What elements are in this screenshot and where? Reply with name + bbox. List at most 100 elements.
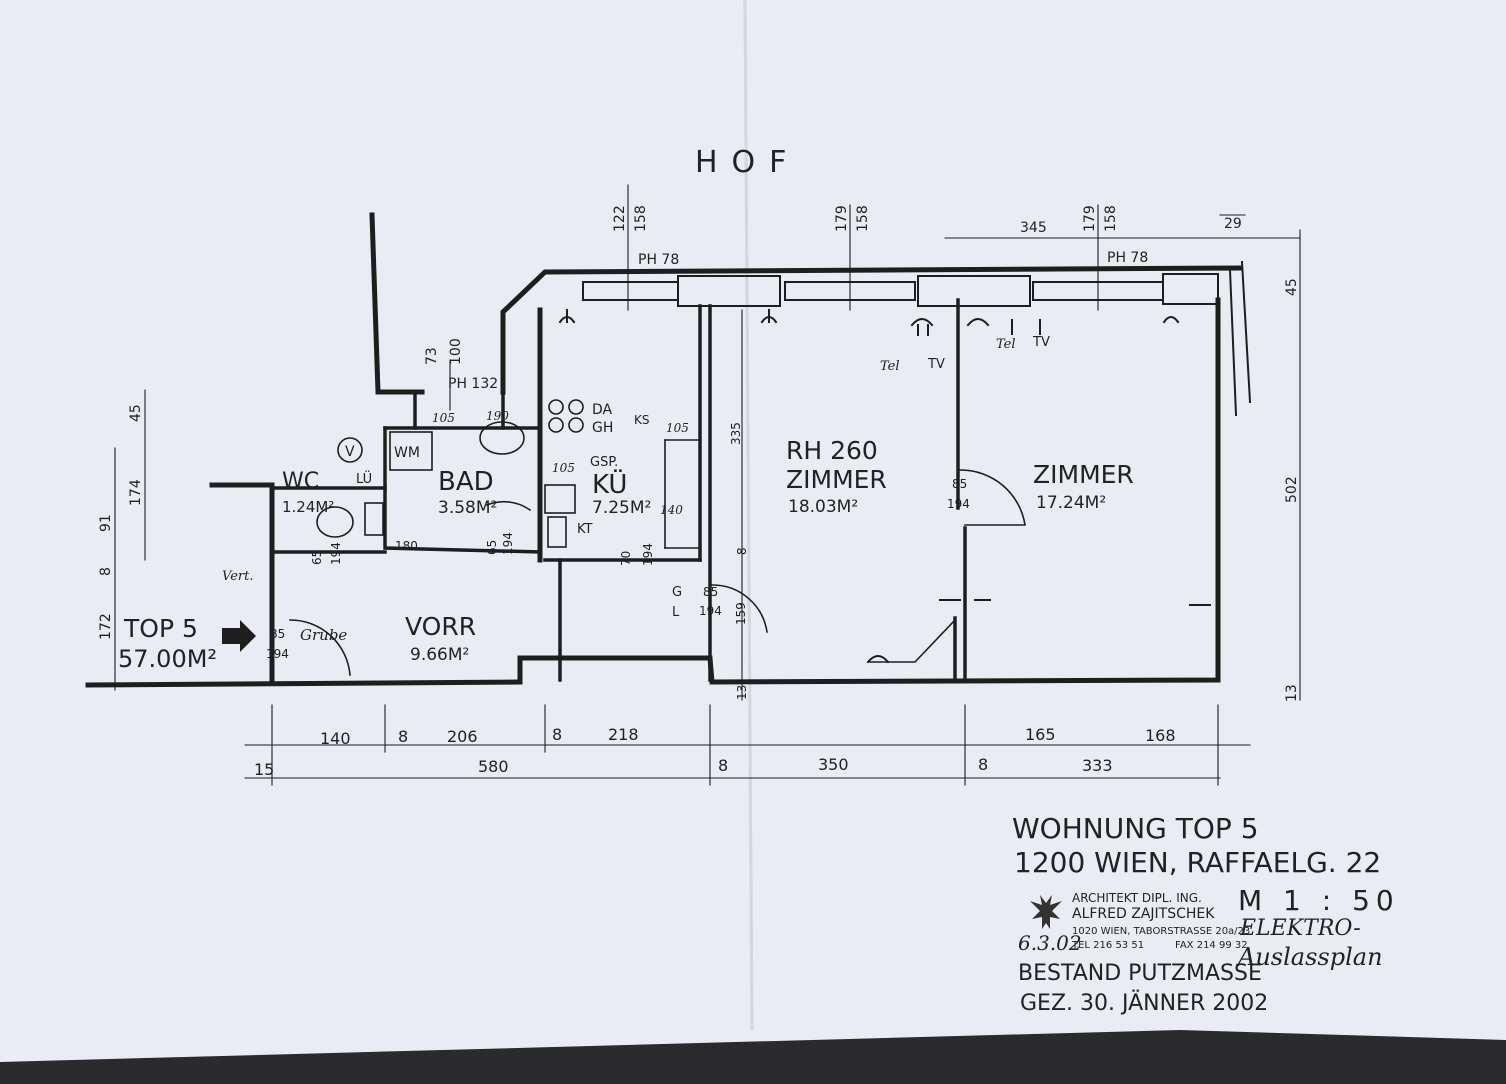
drawn-date: GEZ. 30. JÄNNER 2002 [1020,990,1268,1016]
paper-fold [743,0,754,1031]
note-vert: Vert. [222,569,253,584]
dim-inner-14: 85 [703,585,718,599]
dim-bottom-6: 168 [1145,726,1176,745]
dim-inner-1: 190 [486,409,509,423]
dim-inner-2: 105 [552,461,575,475]
dim-bottom-4: 218 [608,725,639,744]
zimmer2-name: ZIMMER [1033,460,1134,489]
tv-outlet-2: TV [1032,335,1050,350]
note-date: 6.3.02 [1018,931,1082,955]
interior-walls [274,298,967,682]
architect-line3: 1020 WIEN, TABORSTRASSE 20a/23 [1072,926,1250,937]
zimmer2-area: 17.24M² [1036,493,1106,513]
dim-left-4: 172 [98,613,114,640]
dim-inner-9: 194 [501,532,515,555]
gh-label: GH [592,420,613,436]
dims-side-right: 45 502 13 [1284,278,1300,702]
dim-top-1: 158 [633,205,649,232]
dim-top-5: 179 [1082,205,1098,232]
dim-left-2: 91 [98,514,114,532]
dims-inner: 105 190 105 105 140 180 65 194 65 194 70… [266,409,970,700]
da-label: DA [592,402,613,418]
dim-inner-15: 194 [699,604,722,618]
electrical-symbols [558,309,1211,664]
dim-inner-20: 13 [735,685,749,700]
dim-left-0: 45 [128,404,144,422]
dim-top-4: 345 [1020,220,1047,236]
unit-name: TOP 5 [123,614,198,643]
wc-name: WC [282,469,319,494]
g-label: G [672,585,682,600]
dim-inner-4: 140 [660,503,683,517]
handwritten-notes: ELEKTRO- Auslassplan 6.3.02 Vert. Grube [222,569,1383,971]
wm-label: WM [394,445,420,461]
kueche-name: KÜ [592,468,627,500]
parapet-right: PH 78 [1107,250,1148,266]
dims-side-left: 45 174 91 8 172 [98,404,144,640]
dim-bottom-8: 580 [478,757,509,776]
dim-left-3: 8 [98,567,114,576]
tel-outlet-1: Tel [880,359,900,374]
dim-inner-16: 85 [952,477,967,491]
bad-name: BAD [438,467,494,497]
lue-label: LÜ [356,470,372,487]
l-label: L [672,605,680,620]
parapet-left: PH 78 [638,252,679,268]
dim-top-3: 158 [855,205,871,232]
dims-top: 122 158 179 158 345 179 158 29 73 100 [424,205,1242,365]
gsp-label: GSP. [590,455,618,470]
dim-top-2: 179 [834,205,850,232]
austrian-eagle-seal [1030,895,1062,929]
v-label: V [345,444,355,460]
dim-bottom-2: 206 [447,727,478,746]
vorraum-name: VORR [405,612,476,641]
status-label: BESTAND PUTZMASSE [1018,961,1262,986]
dim-top-6: 158 [1103,205,1119,232]
bad-area: 3.58M² [438,498,497,518]
zimmer1-area: 18.03M² [788,497,858,517]
dim-inner-6: 65 [310,550,324,565]
exterior-walls [85,212,1243,688]
dim-upper-1: 100 [448,338,464,365]
paper-sheet [0,0,1506,1062]
title-line2: 1200 WIEN, RAFFAELG. 22 [1014,846,1381,879]
dim-bottom-5: 165 [1025,725,1056,744]
note-grube: Grube [300,626,347,644]
dim-inner-12: 85 [270,627,285,641]
dim-bottom-12: 333 [1082,756,1113,775]
dim-top-0: 122 [612,205,628,232]
dim-inner-10: 70 [619,551,633,566]
dim-right-1: 502 [1284,476,1300,503]
dim-inner-3: 105 [666,421,689,435]
dim-bottom-1: 8 [398,727,408,746]
dim-bottom-10: 350 [818,755,849,774]
door-swings [289,469,1026,676]
title-block: WOHNUNG TOP 5 1200 WIEN, RAFFAELG. 22 AR… [1012,812,1400,1016]
dim-bottom-9: 8 [718,756,728,775]
dim-left-1: 174 [128,479,144,506]
dim-inner-17: 194 [947,497,970,511]
dimension-lines [114,184,1301,786]
scale-label: M 1 : 50 [1238,884,1400,917]
architect-fax: FAX 214 99 32 [1175,940,1248,951]
vorraum-area: 9.66M² [410,645,469,665]
architect-line2: ALFRED ZAJITSCHEK [1072,906,1215,922]
dim-inner-13: 194 [266,647,289,661]
tel-outlet-2: Tel [996,337,1016,352]
tv-outlet-1: TV [927,357,945,372]
dim-upper-0: 73 [424,347,440,365]
parapet-small: PH 132 [448,376,498,392]
title-line1: WOHNUNG TOP 5 [1012,812,1259,845]
architect-tel: TEL 216 53 51 [1071,940,1144,951]
sanitary-fixtures [316,399,701,549]
zimmer1-prefix: RH 260 [786,436,878,465]
entrance-arrow-icon [222,620,256,652]
kt-label: KT [577,522,593,537]
dim-inner-0: 105 [432,411,455,425]
zimmer1-name: ZIMMER [786,465,887,494]
ks-label: KS [634,413,650,427]
architect-line1: ARCHITEKT DIPL. ING. [1072,891,1202,905]
dim-inner-18: 335 [729,422,743,445]
